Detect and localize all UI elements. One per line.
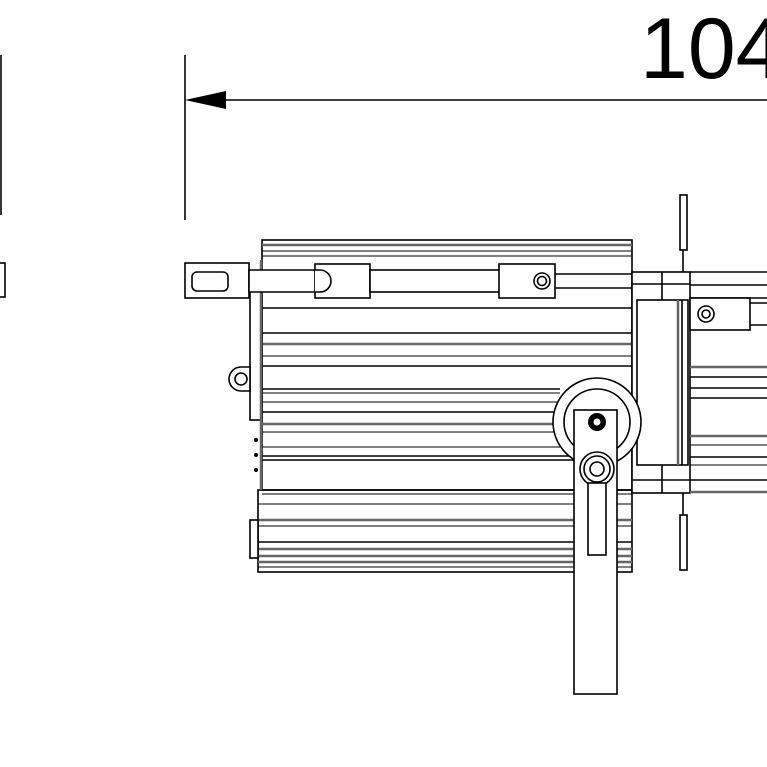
fixture-body	[249, 239, 633, 573]
yoke-bracket	[552, 377, 642, 695]
arrowhead-icon	[185, 91, 226, 109]
lens-tube	[689, 271, 767, 494]
safety-lug	[228, 366, 251, 392]
dimension-label: 104	[640, 1, 767, 97]
left-view-fragment	[0, 55, 6, 298]
front-flange	[631, 194, 691, 571]
dimension-line	[184, 55, 767, 220]
top-handle	[184, 262, 632, 299]
